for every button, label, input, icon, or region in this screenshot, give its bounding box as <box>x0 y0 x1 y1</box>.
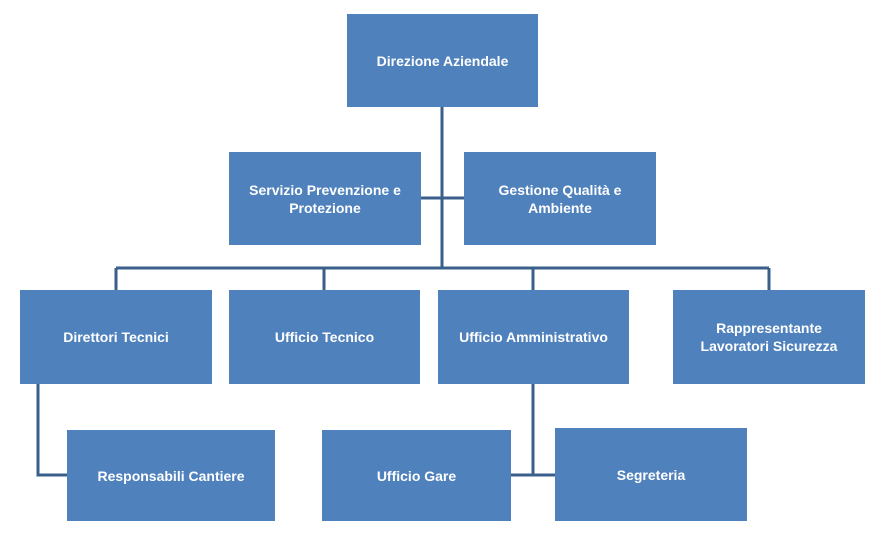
node-ufficio-gare: Ufficio Gare <box>322 430 511 521</box>
node-label: Segreteria <box>616 466 686 483</box>
node-direttori-tecnici: Direttori Tecnici <box>20 290 212 384</box>
node-direzione-aziendale: Direzione Aziendale <box>347 14 538 107</box>
node-rappresentante-lavoratori: Rappresentante Lavoratori Sicurezza <box>673 290 865 384</box>
node-servizio-prevenzione: Servizio Prevenzione e Protezione <box>229 152 421 245</box>
node-responsabili-cantiere: Responsabili Cantiere <box>67 430 275 521</box>
node-label: Responsabili Cantiere <box>97 467 245 484</box>
node-gestione-qualita: Gestione Qualità e Ambiente <box>464 152 656 245</box>
node-ufficio-amministrativo: Ufficio Amministrativo <box>438 290 629 384</box>
node-label: Servizio Prevenzione e Protezione <box>249 181 401 216</box>
node-label: Gestione Qualità e Ambiente <box>498 181 622 216</box>
node-label: Ufficio Amministrativo <box>459 329 608 345</box>
node-label: Ufficio Tecnico <box>274 329 375 345</box>
node-label: Direzione Aziendale <box>376 52 509 69</box>
connector-responsabili <box>36 384 67 477</box>
node-ufficio-tecnico: Ufficio Tecnico <box>229 290 420 384</box>
node-label: Ufficio Gare <box>376 467 457 484</box>
node-segreteria: Segreteria <box>555 428 747 521</box>
node-label: Rappresentante Lavoratori Sicurezza <box>700 320 838 354</box>
node-label: Direttori Tecnici <box>63 329 169 345</box>
